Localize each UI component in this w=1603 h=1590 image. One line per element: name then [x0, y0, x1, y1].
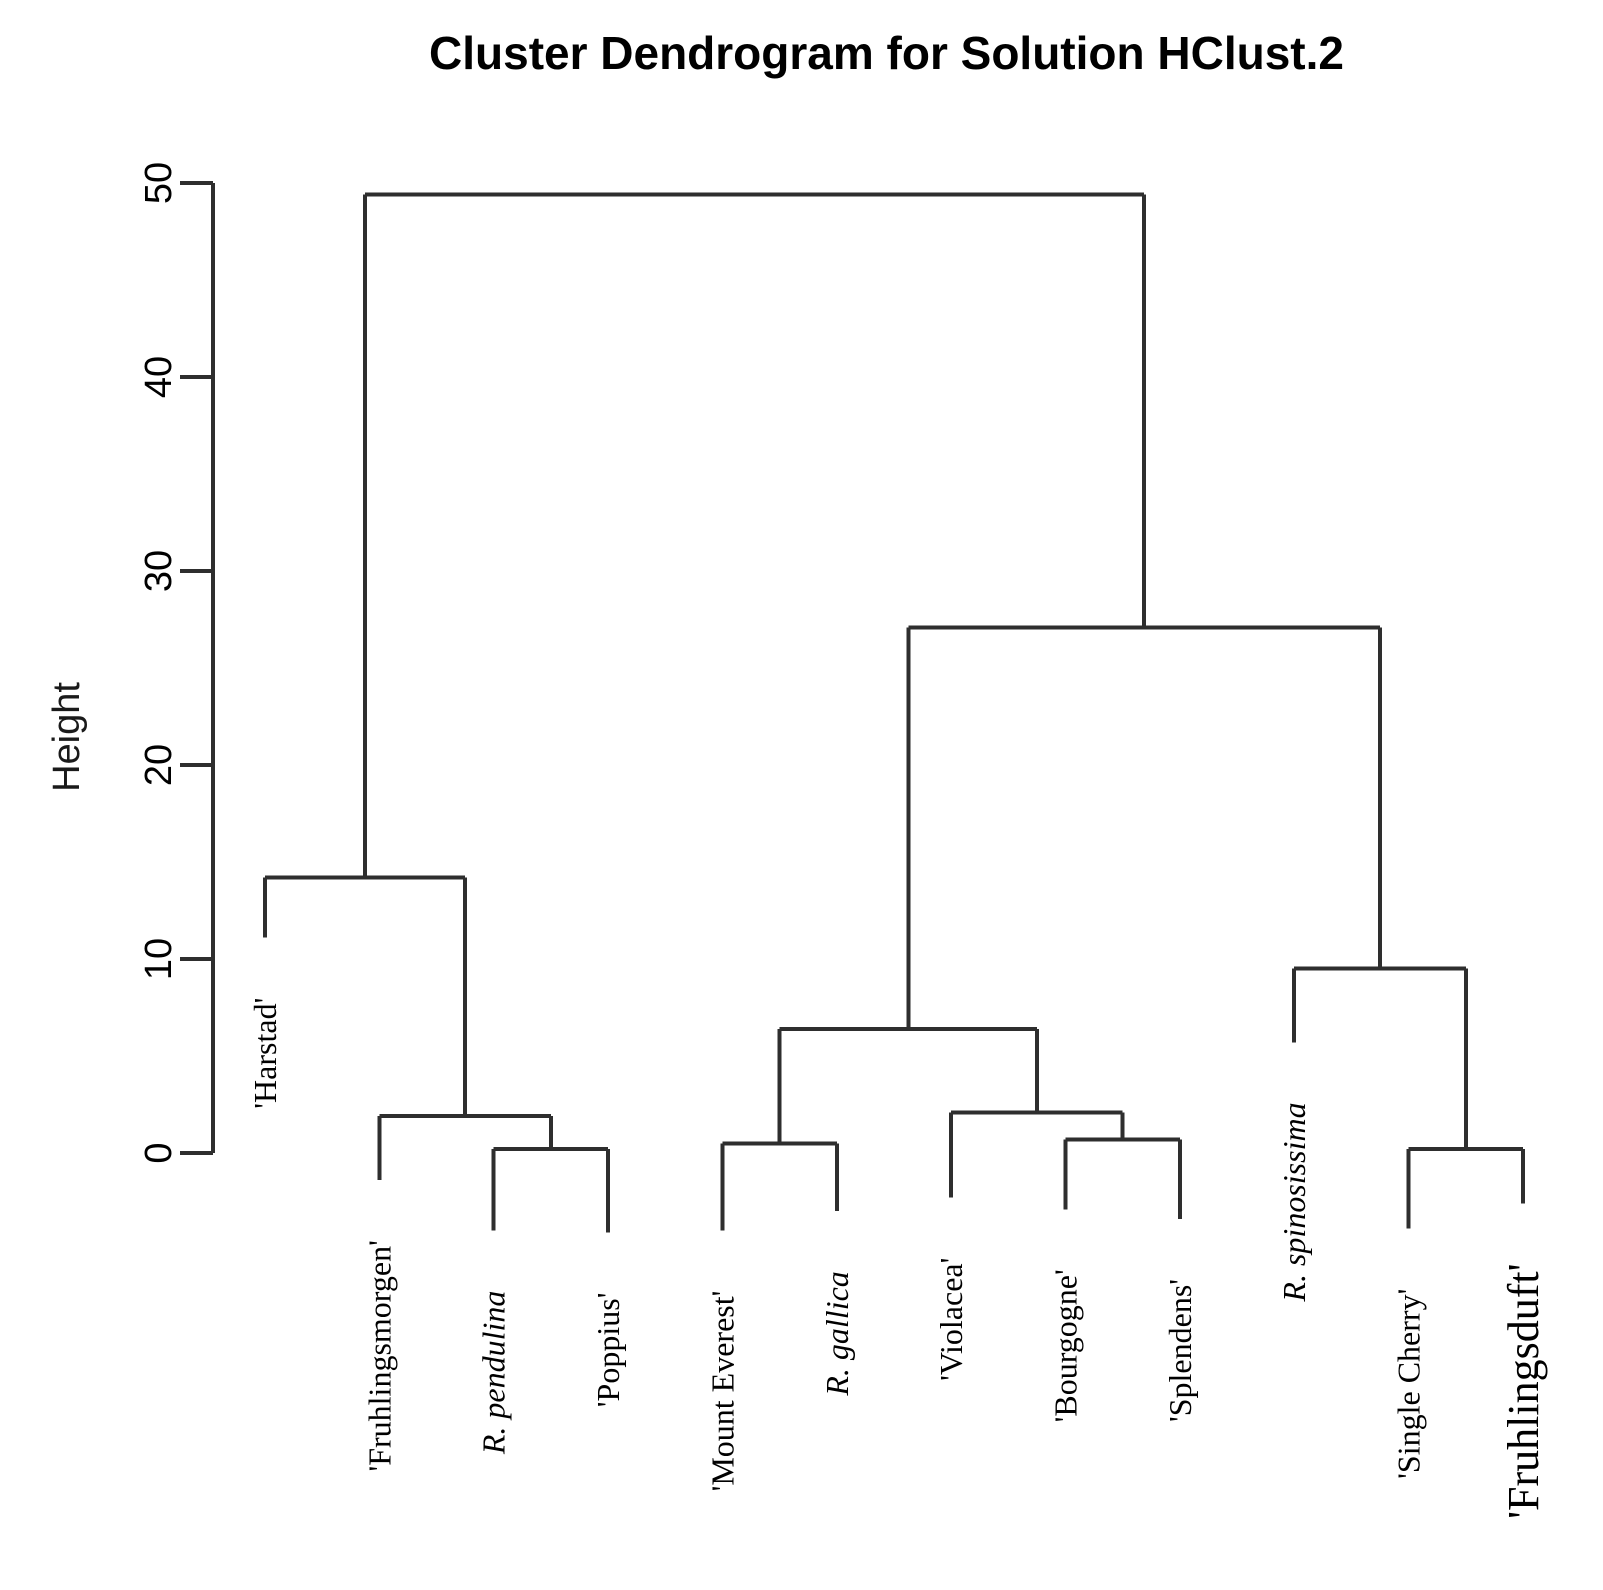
leaf-label: 'Fruhlingsmorgen'	[361, 1240, 397, 1471]
leaf-label: R. gallica	[819, 1271, 855, 1396]
y-tick-label: 20	[138, 744, 180, 786]
chart-title: Cluster Dendrogram for Solution HClust.2	[429, 27, 1344, 79]
y-tick-label: 50	[138, 162, 180, 204]
leaf-label: 'Violacea'	[933, 1258, 969, 1381]
leaf-label: R. pendulina	[476, 1291, 512, 1456]
y-tick-label: 10	[138, 938, 180, 980]
leaf-label: 'Harstad'	[247, 998, 283, 1109]
leaf-label: 'Poppius'	[590, 1293, 626, 1408]
leaf-label: 'Bourgogne'	[1048, 1269, 1084, 1422]
leaf-label: 'Splendens'	[1162, 1279, 1198, 1422]
leaf-label: R. spinosissima	[1276, 1102, 1312, 1302]
leaf-label: 'Mount Everest'	[704, 1291, 740, 1492]
y-tick-label: 30	[138, 550, 180, 592]
y-tick-label: 0	[138, 1142, 180, 1163]
y-axis-title: Height	[46, 682, 88, 792]
leaf-label: 'Fruhlingsduft'	[1499, 1263, 1548, 1518]
leaf-label: 'Single Cherry'	[1391, 1289, 1427, 1479]
y-tick-label: 40	[138, 356, 180, 398]
